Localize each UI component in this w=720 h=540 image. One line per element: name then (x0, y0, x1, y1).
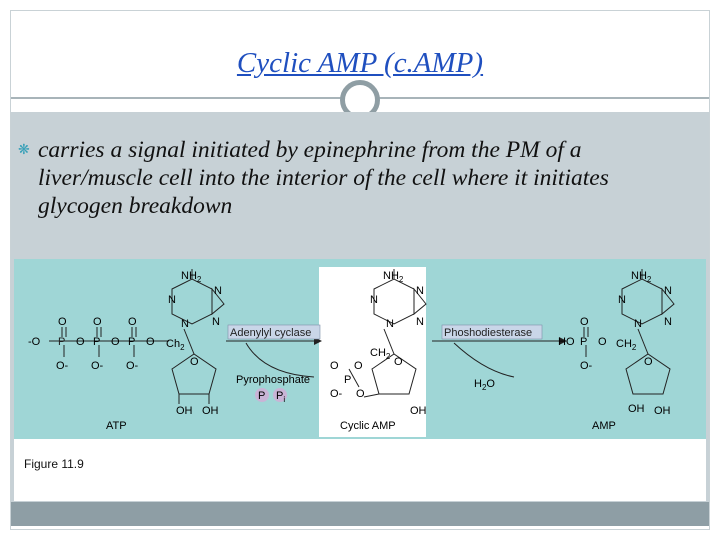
atp-minus-o: -O (28, 336, 41, 348)
camp-nh2-label: NH2 (383, 270, 404, 284)
camp-ch2-label: CH2 (370, 347, 391, 361)
bullet-point: ❋ carries a signal initiated by epinephr… (18, 136, 688, 221)
atp-imidazole-ring (211, 287, 225, 316)
atp-o-bridge3: O (146, 336, 155, 348)
atp-ribose-ring (171, 353, 217, 395)
atp-n4: N (212, 316, 220, 328)
amp-p: P (580, 336, 587, 348)
pi-circle-2 (273, 388, 287, 402)
slide-frame (10, 10, 710, 530)
amp-ribose-o: O (644, 356, 653, 368)
amp-o-minus: O- (580, 360, 593, 372)
atp-o-minus1: O- (56, 360, 69, 372)
h2o-label: H2O (474, 378, 495, 392)
pyrophosphate-label: Pyrophosphate (236, 374, 310, 386)
atp-oh2: OH (202, 405, 219, 417)
amp-n3: N (634, 318, 642, 330)
camp-reaction-diagram: Adenylyl cyclase Phoshodiesterase NH2 N … (14, 259, 706, 439)
diagram-svg: Adenylyl cyclase Phoshodiesterase NH2 N … (28, 267, 675, 437)
atp-o-bridge2: O (111, 336, 120, 348)
amp-ho: HO (558, 336, 575, 348)
pi-circle-1 (255, 388, 269, 402)
amp-n2: N (664, 285, 672, 297)
atp-nh2-label: NH2 (181, 270, 202, 284)
pi-p2: Pi (276, 390, 285, 404)
atp-p3: P (128, 336, 135, 348)
bullet-text: carries a signal initiated by epinephrin… (38, 137, 609, 220)
figure-caption-area: Figure 11.9 (14, 439, 706, 501)
atp-n3: N (181, 318, 189, 330)
amp-o-bridge: O (598, 336, 607, 348)
atp-n2: N (214, 285, 222, 297)
camp-o2: O (354, 360, 363, 372)
camp-oh: OH (410, 405, 427, 417)
atp-p2: P (93, 336, 100, 348)
atp-purine-ring (171, 278, 213, 325)
amp-oh1: OH (628, 403, 645, 415)
amp-n4: N (664, 316, 672, 328)
amp-ribose-ring (625, 353, 671, 395)
atp-o-top3: O (128, 316, 137, 328)
adenylyl-cyclase-label: Adenylyl cyclase (230, 327, 311, 339)
adenylyl-cyclase-box (227, 324, 321, 340)
camp-o1: O (330, 360, 339, 372)
camp-n2: N (416, 285, 424, 297)
atp-o-bridge1: O (76, 336, 85, 348)
camp-n3: N (386, 318, 394, 330)
amp-label: AMP (592, 420, 616, 432)
atp-o-minus2: O- (91, 360, 104, 372)
camp-o3: O (356, 388, 365, 400)
atp-oh1: OH (176, 405, 193, 417)
camp-o-minus: O- (330, 388, 343, 400)
amp-o-top: O (580, 316, 589, 328)
camp-n4: N (416, 316, 424, 328)
phosphodiesterase-box (441, 324, 543, 340)
figure-label: Figure 11.9 (24, 457, 84, 471)
pi-p1: P (258, 390, 265, 402)
atp-label: ATP (106, 420, 127, 432)
camp-p: P (344, 374, 351, 386)
bullet-swirl-icon: ❋ (18, 143, 30, 158)
camp-panel (319, 267, 426, 437)
amp-ch2-label: CH2 (616, 338, 637, 352)
arrow-head-icon (559, 337, 567, 345)
atp-p1: P (58, 336, 65, 348)
camp-ribose-ring (371, 353, 417, 395)
atp-n1: N (168, 294, 176, 306)
footer-bar (11, 502, 709, 526)
atp-o-minus3: O- (126, 360, 139, 372)
phosphodiesterase-label: Phoshodiesterase (444, 327, 532, 339)
camp-label: Cyclic AMP (340, 420, 396, 432)
camp-n1: N (370, 294, 378, 306)
amp-nh2-label: NH2 (631, 270, 652, 284)
amp-oh2: OH (654, 405, 671, 417)
slide-title: Cyclic AMP (c.AMP) (236, 47, 484, 79)
atp-o-top1: O (58, 316, 67, 328)
atp-ribose-o: O (190, 356, 199, 368)
atp-o-top2: O (93, 316, 102, 328)
camp-ribose-o: O (394, 356, 403, 368)
atp-ch2-label: Ch2 (166, 338, 185, 352)
amp-n1: N (618, 294, 626, 306)
